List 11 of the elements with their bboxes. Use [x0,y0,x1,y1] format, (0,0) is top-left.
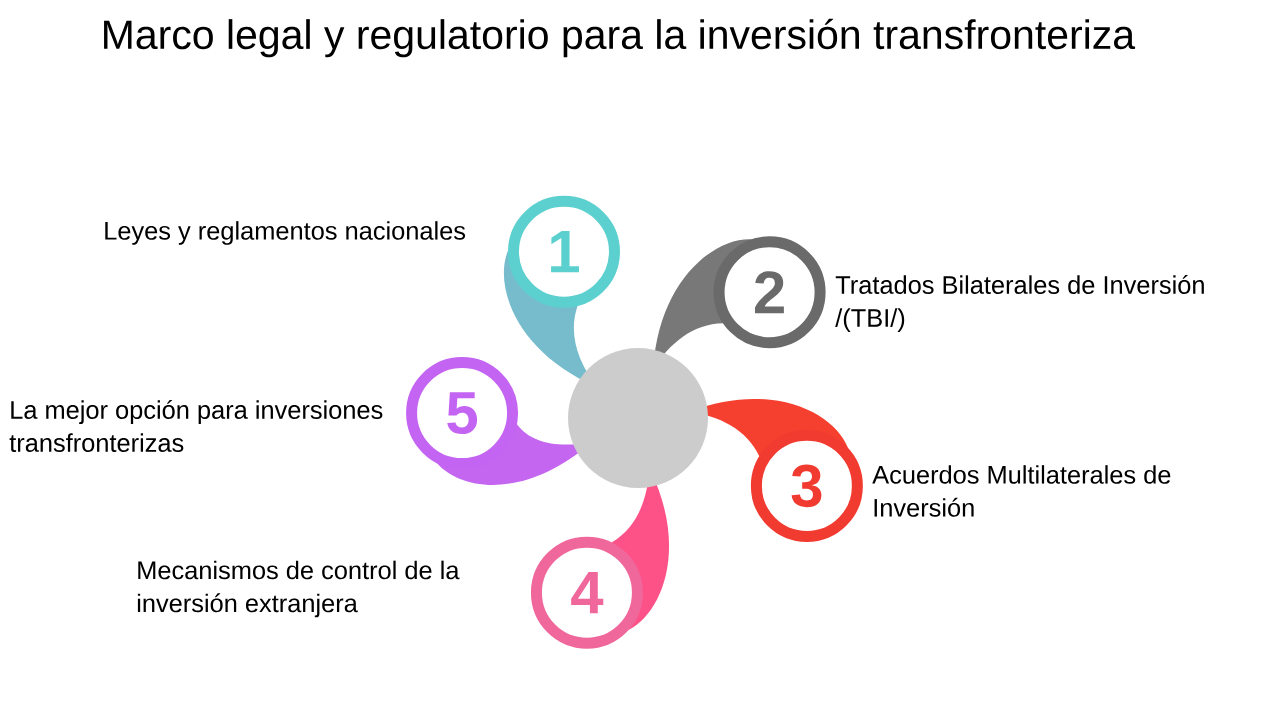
label: La mejor opción para inversiones transfronterizas [9,400,383,452]
numbered-petal: 4 [530,468,669,649]
label: Acuerdos Multilaterales de Inversión [872,465,1171,517]
numbered-petal: 1 [503,195,620,388]
title: Marco legal y regulatorio para la inversión transfronteriza [104,18,1136,58]
label: Mecanismos de control de la inversión extranjera [137,560,460,618]
label: Tratados Bilaterales de Inversión /(TBI/) [835,275,1204,332]
center-circle [568,348,708,488]
label: Leyes y reglamentos nacionales [105,221,466,245]
numbered-petal: 3 [689,399,863,542]
numbered-petal: 2 [653,236,826,369]
